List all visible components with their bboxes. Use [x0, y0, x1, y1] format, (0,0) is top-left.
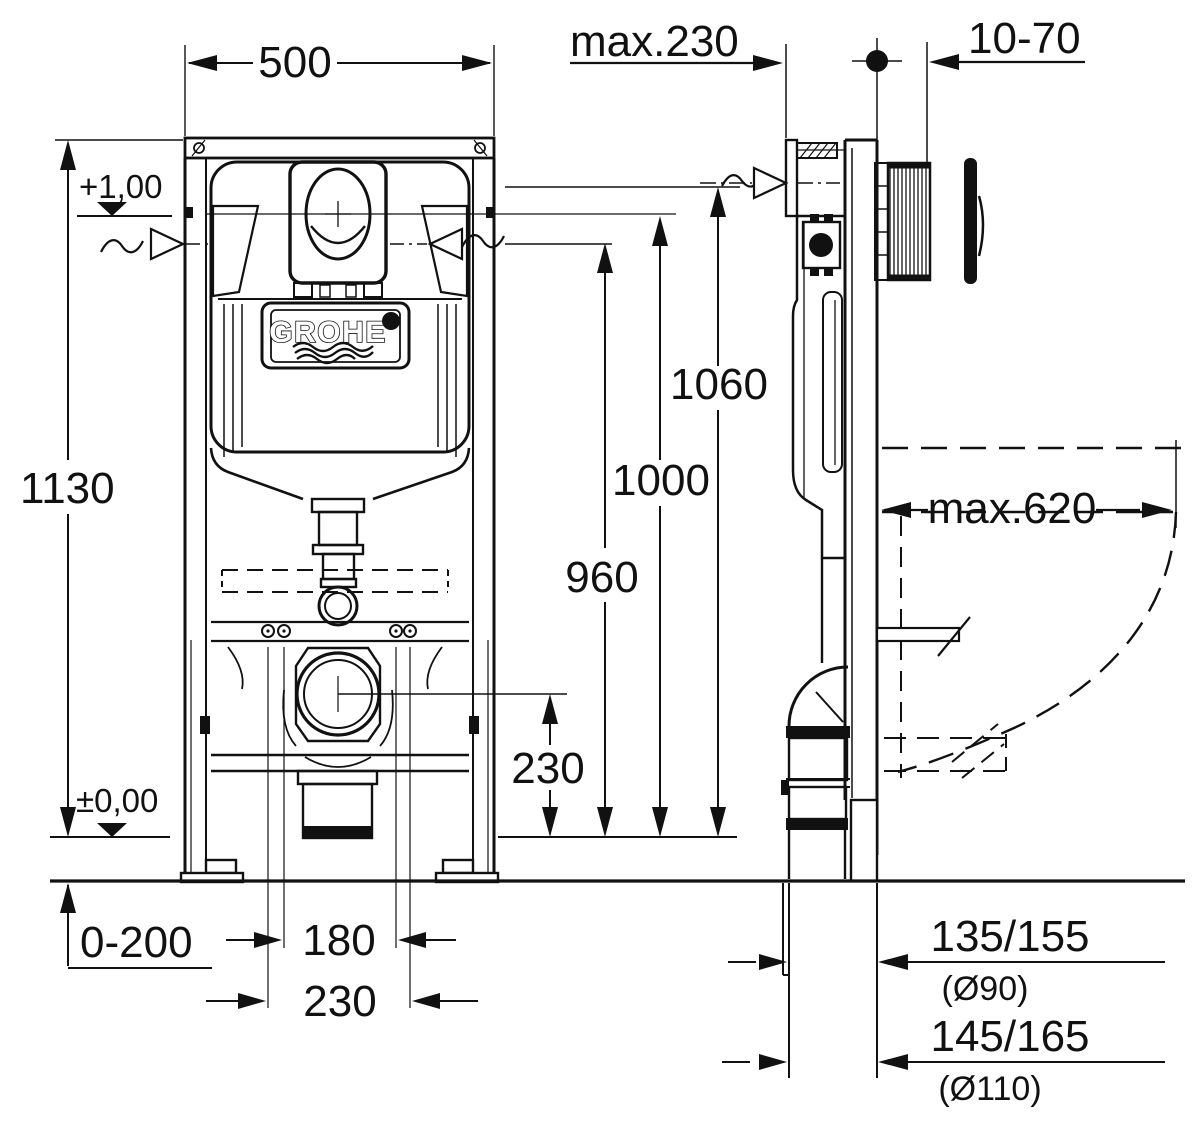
logo-wave-icon — [292, 341, 374, 353]
grohe-logo: GROHE — [260, 301, 411, 370]
dim-max-bowl-depth: max.620 — [928, 484, 1097, 533]
wc-bowl-outline — [882, 446, 1186, 779]
logo-dot-icon — [382, 312, 400, 330]
side-view — [781, 138, 1186, 1078]
dimensions: 500 1130 +1,00 ±0,00 0-200 180 230 — [20, 14, 1177, 1108]
datum-lines — [50, 38, 1185, 883]
dim-drain-offset-90: 135/155 — [930, 912, 1089, 961]
dim-bolt-spacing: 180 — [302, 916, 375, 965]
front-view: GROHE — [179, 136, 567, 884]
dim-floor-adjust: 0-200 — [80, 918, 193, 967]
dim-bracket-height: 1060 — [670, 360, 768, 409]
dim-anchor-spacing: 230 — [303, 977, 376, 1026]
dim-rim-height: 960 — [565, 553, 638, 602]
dim-level-zero: ±0,00 — [76, 782, 158, 819]
dim-drain-dia-90: (Ø90) — [942, 970, 1029, 1008]
dim-level-plus: +1,00 — [79, 168, 163, 205]
level-marker-icon — [97, 202, 127, 216]
dim-plate-height: 1000 — [612, 456, 710, 505]
level-marker-icon — [97, 823, 127, 837]
dim-drain-height: 230 — [511, 744, 584, 793]
dim-drain-offset-110: 145/165 — [930, 1012, 1089, 1061]
dim-plate-depth-range: 10-70 — [968, 14, 1081, 63]
dim-frame-height: 1130 — [20, 464, 115, 513]
wall-break-icon — [100, 239, 144, 254]
flush-plate-side — [964, 158, 977, 284]
brand-logo-text: GROHE — [269, 316, 387, 349]
wall-break-icon — [461, 234, 505, 249]
dim-frame-width: 500 — [258, 38, 331, 87]
dim-drain-dia-110: (Ø110) — [938, 1070, 1041, 1108]
dim-max-depth: max.230 — [570, 17, 739, 66]
